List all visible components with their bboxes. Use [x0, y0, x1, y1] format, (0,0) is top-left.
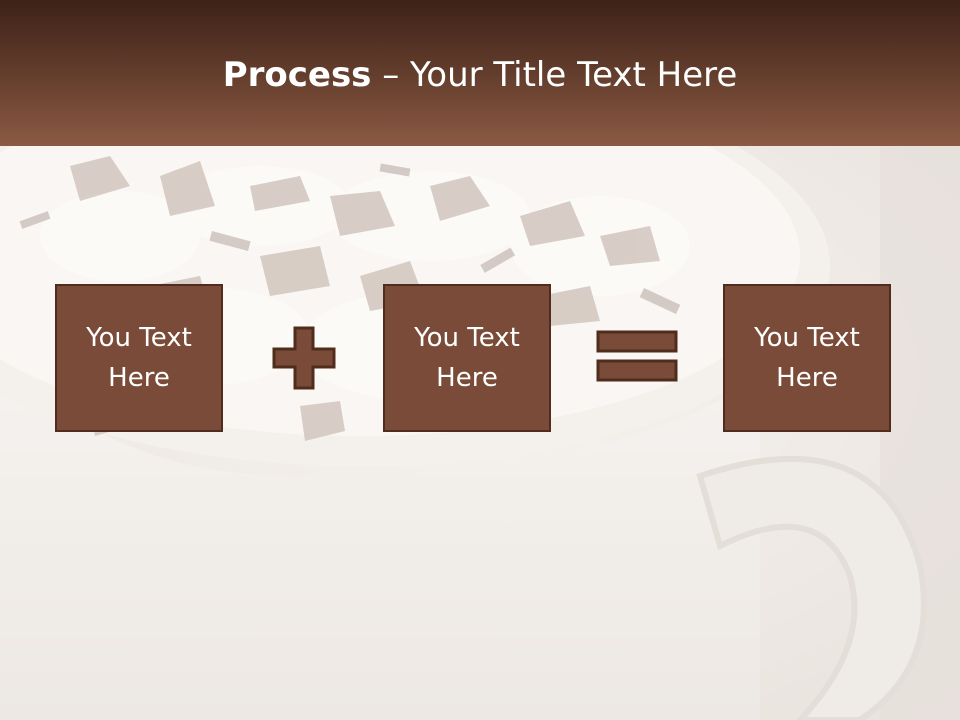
process-box-2[interactable]: You Text Here — [383, 284, 551, 432]
process-box-label: You Text Here — [86, 323, 192, 393]
process-box-1[interactable]: You Text Here — [55, 284, 223, 432]
plus-icon — [272, 326, 336, 390]
process-box-3[interactable]: You Text Here — [723, 284, 891, 432]
equals-icon — [596, 330, 678, 382]
slide-title: Process – Your Title Text Here — [0, 52, 960, 98]
process-box-label: You Text Here — [754, 323, 860, 393]
background-photo — [0, 146, 960, 720]
process-box-label: You Text Here — [414, 323, 520, 393]
title-rest: – Your Title Text Here — [371, 55, 738, 95]
title-bold: Process — [222, 55, 372, 95]
title-bar: Process – Your Title Text Here — [0, 0, 960, 146]
